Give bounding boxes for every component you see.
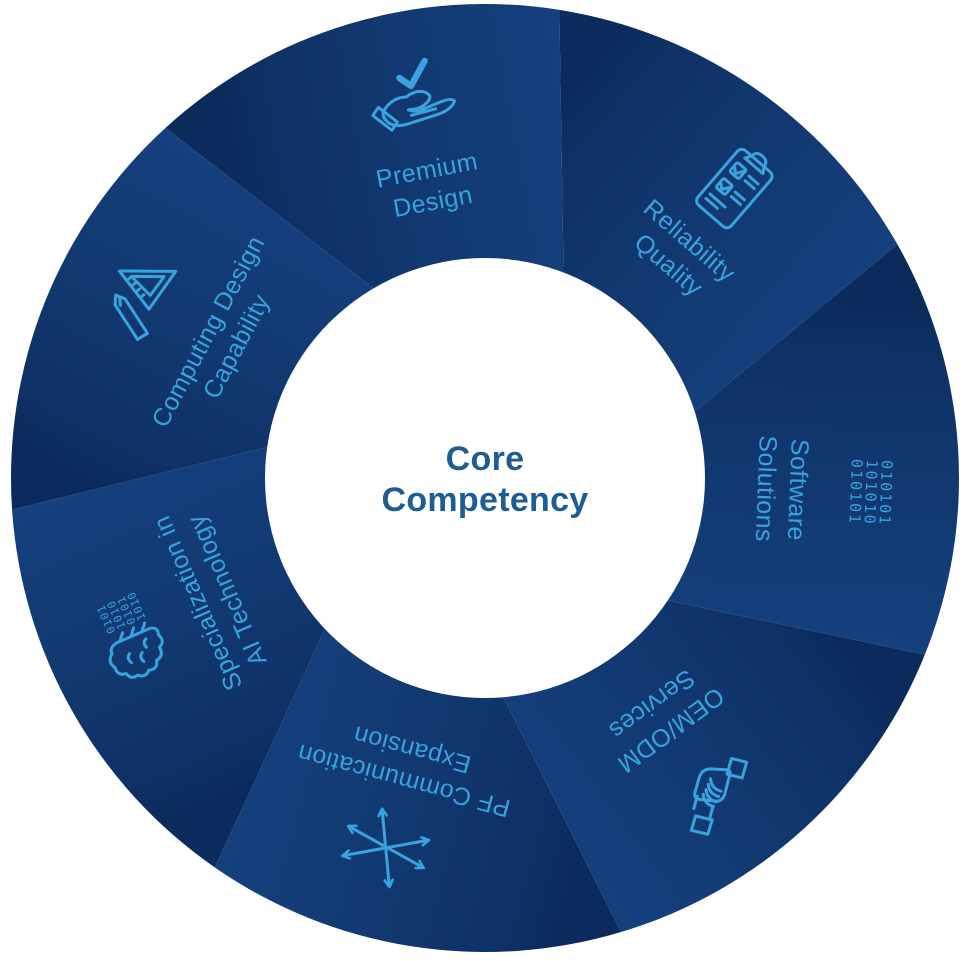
binary-code-icon [845,458,896,527]
title-line-1: Core [445,440,525,479]
segment-computing-design-capability-wedge [11,127,375,510]
center-circle [265,258,705,698]
segment-pf-communication-expansion-wedge [214,628,622,952]
segment-specialization-in-ai-technology-wedge [12,446,326,868]
title-line-2: Competency [381,481,589,519]
segment-premium-design-wedge [165,3,564,290]
segment-reliability-quality-wedge [559,9,898,412]
wheel-segments [11,3,960,952]
core-competency-title: Core Competency [381,439,588,521]
segment-software-solutions-label-line: Software [782,438,814,541]
segment-oem-odm-services-wedge [502,600,925,933]
segment-software-solutions-wedge [666,244,960,655]
segment-software-solutions-label-line: Solutions [750,435,782,542]
